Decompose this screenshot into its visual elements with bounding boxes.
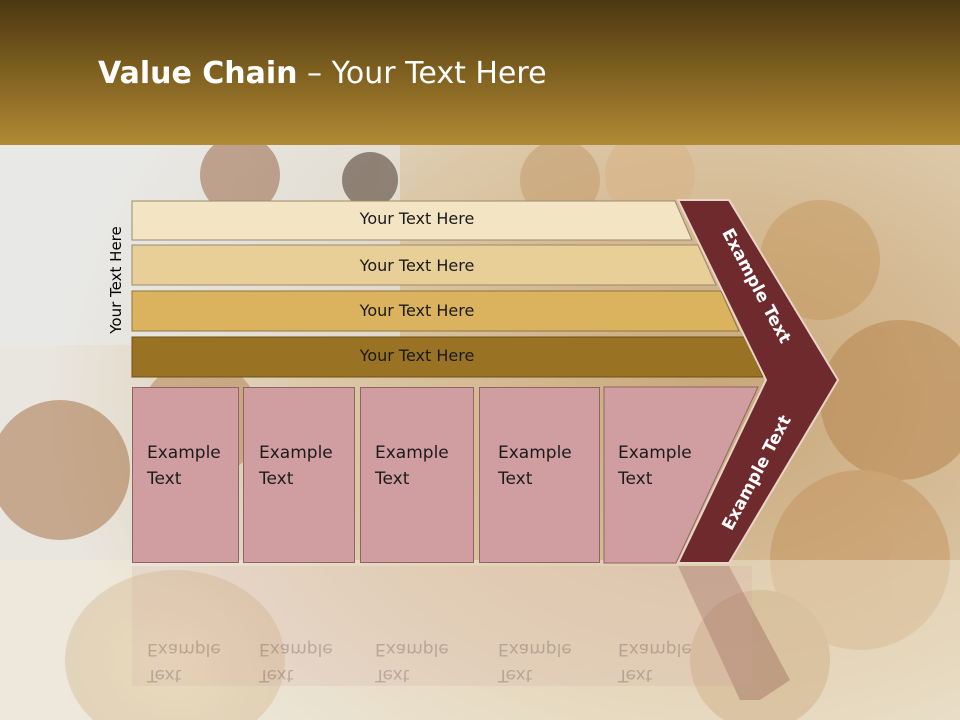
box-2-line1: Example xyxy=(259,443,333,463)
box-2-line2: Text xyxy=(259,469,294,489)
box-1-line2: Text xyxy=(147,469,182,489)
box-2-reflection: Text Example xyxy=(259,636,333,688)
bar-3-label: Your Text Here xyxy=(359,301,475,320)
box-1 xyxy=(132,387,239,563)
box-2 xyxy=(243,387,355,563)
chevron-arrow xyxy=(676,199,840,564)
box-5-shape xyxy=(603,386,759,564)
box-5-reflection: Text Example xyxy=(618,636,692,688)
box-4-reflection-line1: Example xyxy=(498,639,572,659)
title-bold: Value Chain xyxy=(98,56,298,91)
box-3-line2: Text xyxy=(375,469,410,489)
box-4 xyxy=(479,387,600,563)
box-2-reflection-line2: Text xyxy=(259,665,294,685)
bar-2-label: Your Text Here xyxy=(359,256,475,275)
box-4-line2: Text xyxy=(498,469,533,489)
box-1-reflection-line1: Example xyxy=(147,639,221,659)
slide-title: Value Chain – Your Text Here xyxy=(98,56,547,91)
title-rest: – Your Text Here xyxy=(297,56,547,91)
box-4-reflection-line2: Text xyxy=(498,665,533,685)
box-1-line1: Example xyxy=(147,443,221,463)
chevron-reflection xyxy=(678,566,790,700)
box-5-line1: Example xyxy=(618,443,692,463)
box-3-reflection-line2: Text xyxy=(375,665,410,685)
bar-4 xyxy=(131,336,764,378)
box-2-reflection-line1: Example xyxy=(259,639,333,659)
box-5-reflection-line2: Text xyxy=(618,665,653,685)
boxes-reflection xyxy=(132,566,752,686)
bar-2 xyxy=(131,244,717,286)
box-5-line2: Text xyxy=(618,469,653,489)
bar-3 xyxy=(131,290,740,332)
box-3 xyxy=(360,387,474,563)
box-3-reflection: Text Example xyxy=(375,636,449,688)
box-4-reflection: Text Example xyxy=(498,636,572,688)
box-5-reflection-line1: Example xyxy=(618,639,692,659)
box-4-line1: Example xyxy=(498,443,572,463)
bar-4-label: Your Text Here xyxy=(359,346,475,365)
box-3-line1: Example xyxy=(375,443,449,463)
title-banner xyxy=(0,0,960,145)
box-1-reflection-line2: Text xyxy=(147,665,182,685)
bar-1-label: Your Text Here xyxy=(359,209,475,228)
box-3-reflection-line1: Example xyxy=(375,639,449,659)
box-1-reflection: Text Example xyxy=(147,636,221,688)
bar-1 xyxy=(131,200,693,241)
